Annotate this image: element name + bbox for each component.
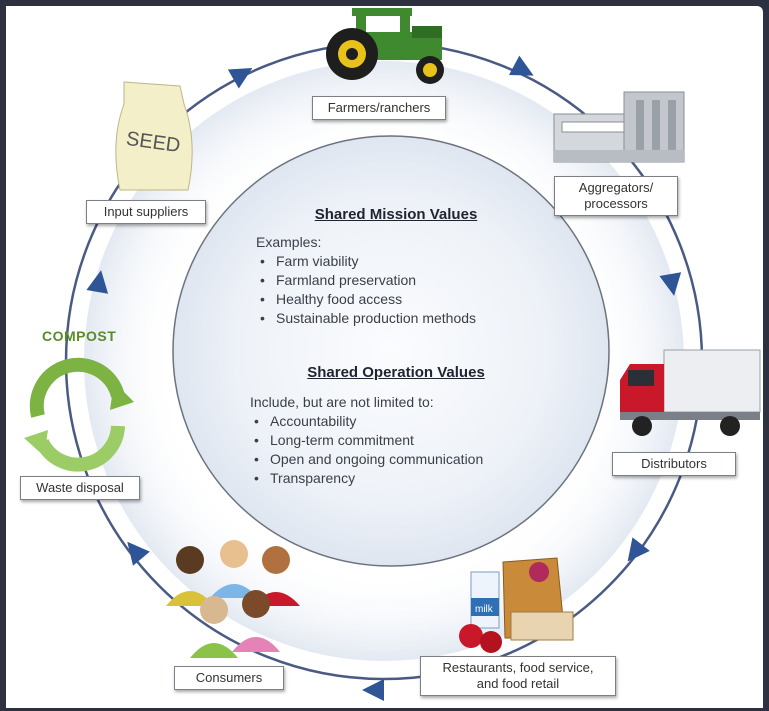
milk-carton-label: milk <box>475 604 494 615</box>
operation-intro: Include, but are not limited to: <box>250 394 434 410</box>
seed-bag-icon: SEED <box>115 81 193 191</box>
mission-values-title: Shared Mission Values <box>314 206 478 223</box>
node-farmers-ranchers: Farmers/ranchers <box>312 96 446 120</box>
mission-values-block: Examples: Farm viability Farmland preser… <box>256 233 526 328</box>
node-restaurants-food-retail: Restaurants, food service, and food reta… <box>420 656 616 696</box>
operation-values-list: Accountability Long-term commitment Open… <box>250 412 540 488</box>
arrow-7 <box>227 68 253 89</box>
operation-item: Transparency <box>250 469 540 488</box>
arrow-3 <box>627 537 650 562</box>
compost-label: COMPOST <box>42 328 117 344</box>
delivery-truck-icon <box>620 349 761 436</box>
mission-values-list: Farm viability Farmland preservation Hea… <box>256 252 526 328</box>
mission-item: Farmland preservation <box>256 271 526 290</box>
operation-item: Long-term commitment <box>250 431 540 450</box>
node-consumers: Consumers <box>174 666 284 690</box>
cycle-arrows <box>86 55 682 701</box>
tractor-icon <box>326 8 444 84</box>
diagram-canvas: milk S <box>6 6 763 708</box>
node-aggregators-processors: Aggregators/ processors <box>554 176 678 216</box>
arrow-1 <box>509 55 534 76</box>
node-input-suppliers: Input suppliers <box>86 200 206 224</box>
arrow-2 <box>659 272 682 296</box>
operation-item: Open and ongoing communication <box>250 450 540 469</box>
mission-intro: Examples: <box>256 234 322 250</box>
node-distributors: Distributors <box>612 452 736 476</box>
arrow-5 <box>127 541 150 566</box>
people-group-icon <box>166 540 300 658</box>
groceries-icon: milk <box>459 557 574 653</box>
arrow-4 <box>362 679 384 701</box>
operation-values-block: Include, but are not limited to: Account… <box>250 393 540 488</box>
mission-item: Healthy food access <box>256 290 526 309</box>
factory-icon <box>553 91 685 163</box>
shared-values-ellipse <box>172 135 610 567</box>
arrow-6 <box>86 270 109 294</box>
operation-item: Accountability <box>250 412 540 431</box>
recycle-icon <box>24 357 134 472</box>
mission-item: Farm viability <box>256 252 526 271</box>
mission-item: Sustainable production methods <box>256 309 526 328</box>
operation-values-title: Shared Operation Values <box>307 364 485 381</box>
node-waste-disposal: Waste disposal <box>20 476 140 500</box>
